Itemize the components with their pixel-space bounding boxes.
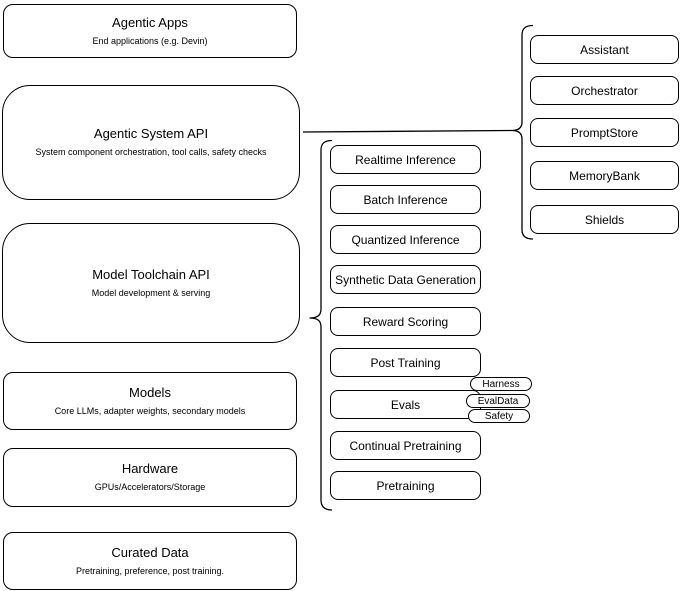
node-subtitle: Pretraining, preference, post training.: [75, 565, 225, 576]
node-curated-data: Curated Data Pretraining, preference, po…: [3, 532, 297, 590]
node-subtitle: Model development & serving: [91, 287, 211, 298]
node-title: Agentic System API: [93, 126, 209, 142]
node-reward-scoring: Reward Scoring: [330, 307, 481, 336]
node-model-toolchain-api: Model Toolchain API Model development & …: [2, 223, 300, 343]
middle-column-brace: [309, 139, 333, 511]
node-title: Curated Data: [111, 544, 189, 560]
node-hardware: Hardware GPUs/Accelerators/Storage: [3, 448, 297, 507]
node-subtitle: End applications (e.g. Devin): [92, 35, 208, 46]
pill-safety: Safety: [468, 409, 530, 423]
node-agentic-apps: Agentic Apps End applications (e.g. Devi…: [3, 4, 297, 58]
api-connector-line: [302, 129, 513, 133]
node-title: Models: [129, 384, 171, 400]
node-orchestrator: Orchestrator: [530, 76, 679, 105]
node-quantized-inference: Quantized Inference: [330, 225, 481, 254]
node-agentic-system-api: Agentic System API System component orch…: [2, 85, 300, 200]
node-subtitle: System component orchestration, tool cal…: [35, 147, 267, 158]
node-post-training: Post Training: [330, 348, 481, 377]
node-subtitle: Core LLMs, adapter weights, secondary mo…: [54, 405, 246, 416]
pill-evaldata: EvalData: [466, 394, 530, 408]
node-title: Hardware: [121, 461, 179, 477]
node-pretraining: Pretraining: [330, 471, 481, 500]
node-title: Agentic Apps: [112, 14, 188, 30]
node-subtitle: GPUs/Accelerators/Storage: [94, 482, 206, 493]
node-evals: Evals: [330, 390, 481, 419]
node-title: Model Toolchain API: [92, 266, 210, 282]
node-synthetic-data-generation: Synthetic Data Generation: [330, 265, 481, 294]
node-assistant: Assistant: [530, 35, 679, 64]
pill-harness: Harness: [470, 377, 532, 391]
node-continual-pretraining: Continual Pretraining: [330, 431, 481, 460]
node-promptstore: PromptStore: [530, 118, 679, 147]
node-memorybank: MemoryBank: [530, 161, 679, 190]
node-batch-inference: Batch Inference: [330, 185, 481, 214]
node-realtime-inference: Realtime Inference: [330, 145, 481, 174]
node-models: Models Core LLMs, adapter weights, secon…: [3, 372, 297, 430]
node-shields: Shields: [530, 205, 679, 234]
